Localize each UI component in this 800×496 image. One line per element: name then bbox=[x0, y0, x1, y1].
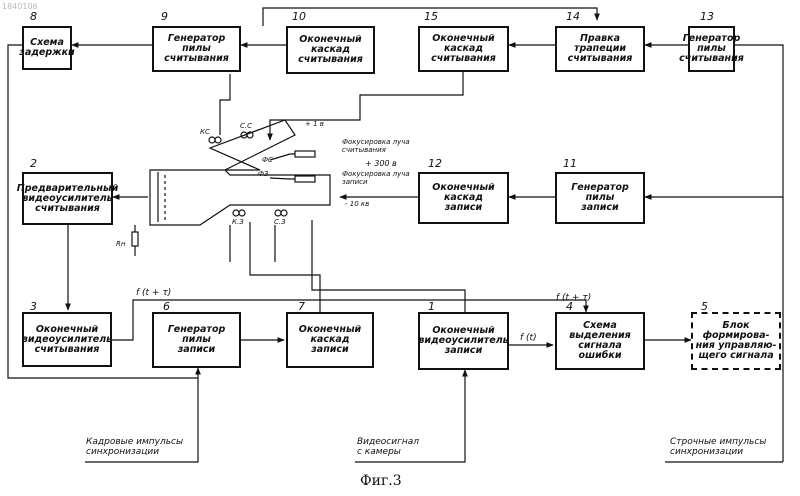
label-ft-tau-left: f (t + τ) bbox=[136, 288, 171, 298]
load-resistor bbox=[132, 232, 138, 246]
wire-15-to-tube bbox=[270, 72, 463, 140]
label-minus10kv: - 10 кв bbox=[345, 200, 369, 208]
label-frame-sync: Кадровые импульсы синхронизации bbox=[86, 437, 183, 457]
block-12-write-output-stage: Оконечный каскад записи bbox=[418, 172, 509, 224]
block-13-read-sweep-generator: Генератор пилы считывания bbox=[688, 26, 735, 72]
label-video-in: Видеосигнал с камеры bbox=[357, 437, 419, 457]
wire-linesync-13 bbox=[735, 45, 783, 462]
block-6-write-sweep-generator: Генератор пилы записи bbox=[152, 312, 241, 368]
block-15-read-output-stage: Оконечный каскад считывания bbox=[418, 26, 509, 72]
block-10-number: 10 bbox=[292, 10, 306, 23]
block-14-number: 14 bbox=[566, 10, 580, 23]
label-fs: ФС bbox=[262, 156, 273, 164]
block-12-number: 12 bbox=[428, 157, 442, 170]
tube-outline bbox=[150, 120, 330, 225]
wire-1-to-tube bbox=[312, 220, 465, 312]
block-4-error-signal-extractor: Схема выделения сигнала ошибки bbox=[555, 312, 645, 370]
label-ft-tau-right: f (t + τ) bbox=[556, 293, 591, 303]
block-10-read-output-stage: Оконечный каскад считывания bbox=[286, 26, 375, 74]
block-2-number: 2 bbox=[30, 157, 37, 170]
block-9-read-sweep-generator: Генератор пилы считывания bbox=[152, 26, 241, 72]
label-kz: К.З bbox=[232, 218, 244, 226]
block-3-read-video-amp: Оконечный видеоусилитель считывания bbox=[22, 312, 112, 367]
focus-read-resistor bbox=[295, 151, 315, 157]
wire-7-to-coil bbox=[250, 222, 320, 312]
label-focus-read: Фокусировка луча считывания bbox=[342, 138, 410, 154]
figure-caption: Фиг.3 bbox=[360, 473, 402, 489]
label-focus-write: Фокусировка луча записи bbox=[342, 170, 410, 186]
block-11-number: 11 bbox=[563, 157, 577, 170]
block-14-keystone-correction: Правка трапеции считывания bbox=[555, 26, 645, 72]
label-cz: С.З bbox=[274, 218, 286, 226]
block-9-number: 9 bbox=[161, 10, 168, 23]
label-rn: Rн bbox=[116, 240, 125, 248]
label-ks: КС bbox=[200, 128, 210, 136]
wire-10-to-coil bbox=[220, 74, 230, 135]
focus-write-resistor bbox=[295, 176, 315, 182]
block-5-control-signal-former: Блок формирова- ния управляю- щего сигна… bbox=[691, 312, 781, 370]
coil-ks bbox=[209, 137, 215, 143]
label-cs: С.С bbox=[240, 122, 252, 130]
label-ft: f (t) bbox=[520, 333, 537, 343]
block-2-read-preamp: Предварительный видеоусилитель считывани… bbox=[22, 172, 113, 225]
block-11-write-sweep-generator: Генератор пилы записи bbox=[555, 172, 645, 224]
label-plus300v: + 300 в bbox=[365, 160, 397, 168]
label-fz: ФЗ bbox=[258, 170, 269, 178]
label-line-sync: Строчные импульсы синхронизации bbox=[670, 437, 766, 457]
coil-kz bbox=[233, 210, 239, 216]
block-7-write-output-stage: Оконечный каскад записи bbox=[286, 312, 374, 368]
block-15-number: 15 bbox=[424, 10, 438, 23]
block-13-number: 13 bbox=[700, 10, 714, 23]
block-8-number: 8 bbox=[30, 10, 37, 23]
block-1-write-video-amp: Оконечный видеоусилитель записи bbox=[418, 312, 509, 370]
block-8-delay-circuit: Схема задержки bbox=[22, 26, 72, 70]
label-plus1v: + 1 в bbox=[305, 120, 324, 128]
coil-cz bbox=[275, 210, 281, 216]
